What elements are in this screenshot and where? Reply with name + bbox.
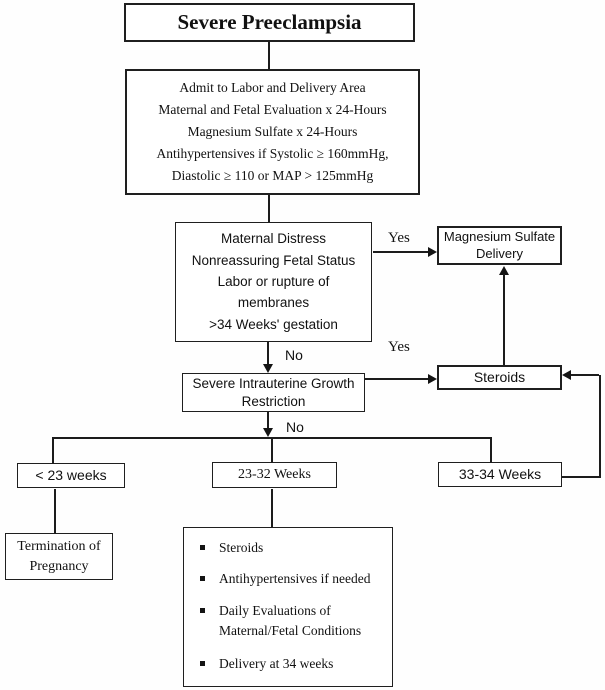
label-yes-mid: Yes bbox=[388, 339, 410, 355]
bullet-text: Delivery at 34 weeks bbox=[219, 656, 334, 671]
arrowhead-down-icon bbox=[263, 428, 273, 437]
node-admit-line: Antihypertensives if Systolic ≥ 160mmHg, bbox=[156, 145, 389, 161]
list-item: Daily Evaluations of Maternal/Fetal Cond… bbox=[198, 601, 384, 642]
node-mg-line: Magnesium Sulfate bbox=[443, 228, 556, 244]
node-maternal-line: Nonreassuring Fetal Status bbox=[191, 252, 356, 268]
bullet-text: Steroids bbox=[219, 540, 264, 555]
node-33-34-weeks: 33-34 Weeks bbox=[438, 462, 562, 487]
arrowhead-up-icon bbox=[499, 266, 509, 275]
node-33-34-weeks-label: 33-34 Weeks bbox=[458, 466, 542, 483]
connector-3334-feedback-h bbox=[562, 476, 601, 478]
node-admit-evaluation: Admit to Labor and Delivery Area Materna… bbox=[125, 69, 420, 195]
bullet-icon bbox=[200, 607, 205, 613]
node-under-23-weeks-label: < 23 weeks bbox=[35, 467, 107, 484]
bullet-icon bbox=[200, 576, 205, 582]
node-iugr-line: Restriction bbox=[241, 393, 306, 409]
node-termination-of-pregnancy: Termination of Pregnancy bbox=[5, 533, 113, 580]
node-admit-line: Magnesium Sulfate x 24-Hours bbox=[187, 123, 358, 139]
connector-branch-left-drop bbox=[52, 437, 54, 464]
node-admit-line: Admit to Labor and Delivery Area bbox=[179, 79, 366, 95]
node-maternal-line: membranes bbox=[237, 295, 310, 311]
arrowhead-down-icon bbox=[263, 364, 273, 373]
node-steroids: Steroids bbox=[437, 365, 562, 390]
label-no-mid: No bbox=[286, 419, 304, 435]
connector-3334-feedback-v bbox=[599, 375, 601, 478]
label-yes-top: Yes bbox=[388, 230, 410, 246]
node-mg-line: Delivery bbox=[476, 245, 523, 261]
list-item: Antihypertensives if needed bbox=[198, 569, 384, 589]
connector-admit-to-maternal bbox=[268, 195, 270, 222]
management-bullet-list: Steroids Antihypertensives if needed Dai… bbox=[198, 538, 384, 685]
connector-3334-to-steroids bbox=[571, 374, 599, 376]
node-title-label: Severe Preeclampsia bbox=[177, 10, 362, 35]
arrowhead-right-icon bbox=[428, 374, 437, 384]
node-steroids-label: Steroids bbox=[473, 369, 526, 386]
arrowhead-left-icon bbox=[562, 370, 571, 380]
list-item: Steroids bbox=[198, 538, 384, 558]
connector-branch-mid-drop bbox=[271, 437, 273, 463]
node-termination-line: Termination of bbox=[17, 538, 101, 554]
bullet-text: Daily Evaluations of Maternal/Fetal Cond… bbox=[219, 602, 362, 638]
node-severe-iugr: Severe Intrauterine Growth Restriction bbox=[182, 373, 365, 412]
label-no-top: No bbox=[285, 347, 303, 363]
connector-iugr-to-branch bbox=[267, 412, 269, 429]
connector-steroids-to-mg bbox=[503, 274, 505, 365]
bullet-icon bbox=[200, 661, 205, 666]
connector-lt23-to-termination bbox=[54, 489, 56, 534]
node-under-23-weeks: < 23 weeks bbox=[17, 463, 125, 488]
node-magnesium-sulfate-delivery: Magnesium Sulfate Delivery bbox=[437, 226, 562, 265]
node-maternal-line: >34 Weeks' gestation bbox=[209, 316, 338, 332]
node-title: Severe Preeclampsia bbox=[124, 3, 415, 42]
connector-maternal-to-iugr bbox=[267, 342, 269, 364]
node-admit-line: Diastolic ≥ 110 or MAP > 125mmHg bbox=[171, 167, 374, 183]
node-maternal-line: Maternal Distress bbox=[220, 231, 327, 247]
connector-2332-to-management bbox=[271, 489, 273, 528]
bullet-icon bbox=[200, 545, 205, 550]
connector-iugr-to-steroids bbox=[365, 378, 428, 380]
connector-title-to-admit bbox=[268, 42, 270, 69]
node-termination-line: Pregnancy bbox=[29, 558, 89, 574]
node-23-32-weeks-label: 23-32 Weeks bbox=[238, 466, 311, 482]
node-maternal-line: Labor or rupture of bbox=[217, 273, 330, 289]
connector-maternal-to-mg bbox=[373, 251, 429, 253]
node-maternal-distress: Maternal Distress Nonreassuring Fetal St… bbox=[175, 222, 372, 342]
node-23-32-management: Steroids Antihypertensives if needed Dai… bbox=[183, 527, 393, 687]
bullet-text: Antihypertensives if needed bbox=[219, 571, 371, 587]
node-iugr-line: Severe Intrauterine Growth bbox=[192, 375, 355, 391]
node-23-32-weeks: 23-32 Weeks bbox=[212, 462, 337, 488]
connector-branch-right-drop bbox=[490, 437, 492, 463]
node-admit-line: Maternal and Fetal Evaluation x 24-Hours bbox=[158, 101, 387, 117]
list-item: Delivery at 34 weeks bbox=[198, 654, 384, 674]
arrowhead-right-icon bbox=[428, 247, 437, 257]
